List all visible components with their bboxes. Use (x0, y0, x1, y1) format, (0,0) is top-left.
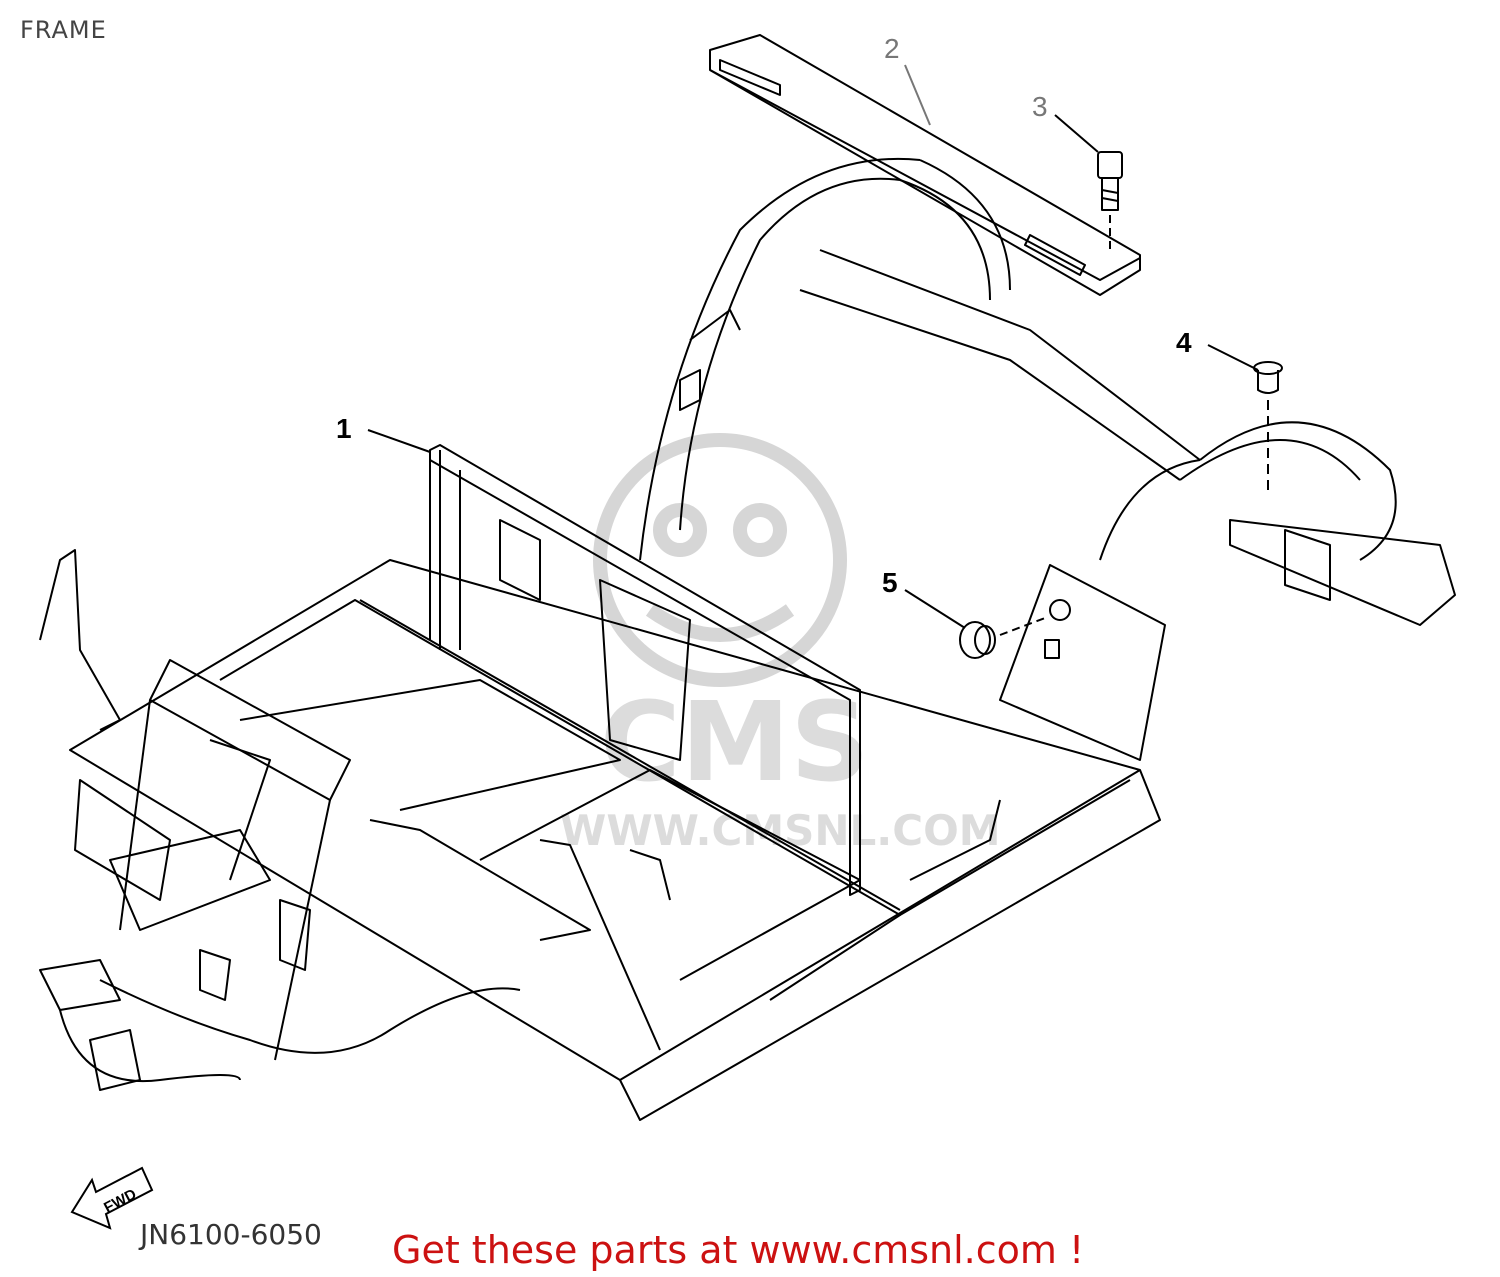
watermark-url: WWW.CMSNL.COM (560, 806, 1001, 855)
callout-1: 1 (336, 413, 352, 444)
leader-line-2 (904, 64, 931, 126)
frame-drawing (39, 34, 1456, 1121)
callout-2: 2 (884, 33, 900, 64)
mount-plate (999, 564, 1166, 761)
fwd-arrow-icon: FWD (70, 1166, 154, 1230)
watermark-logo: CMS (600, 678, 869, 806)
page-title: FRAME (20, 16, 107, 44)
leader-line-1 (367, 429, 431, 453)
watermark (593, 433, 847, 687)
diagram-code: JN6100-6050 (140, 1218, 322, 1251)
part-4-collar (1253, 361, 1283, 490)
watermark-mascot-icon (593, 433, 847, 687)
part-1-cross-member (429, 444, 861, 896)
cta-link[interactable]: Get these parts at www.cmsnl.com ! (392, 1228, 1085, 1272)
leader-line-5 (904, 589, 966, 629)
leader-line-4 (1207, 344, 1259, 371)
rear-hoop (639, 157, 1456, 626)
main-floor (69, 559, 1161, 1121)
callout-5: 5 (882, 567, 898, 598)
part-3-bolt (1097, 151, 1123, 250)
part-2-rail (709, 34, 1141, 296)
leader-line-3 (1054, 114, 1099, 153)
front-section (39, 549, 671, 1091)
callout-3: 3 (1032, 91, 1048, 122)
part-5-grommet (959, 617, 1046, 659)
callout-4: 4 (1176, 327, 1192, 358)
